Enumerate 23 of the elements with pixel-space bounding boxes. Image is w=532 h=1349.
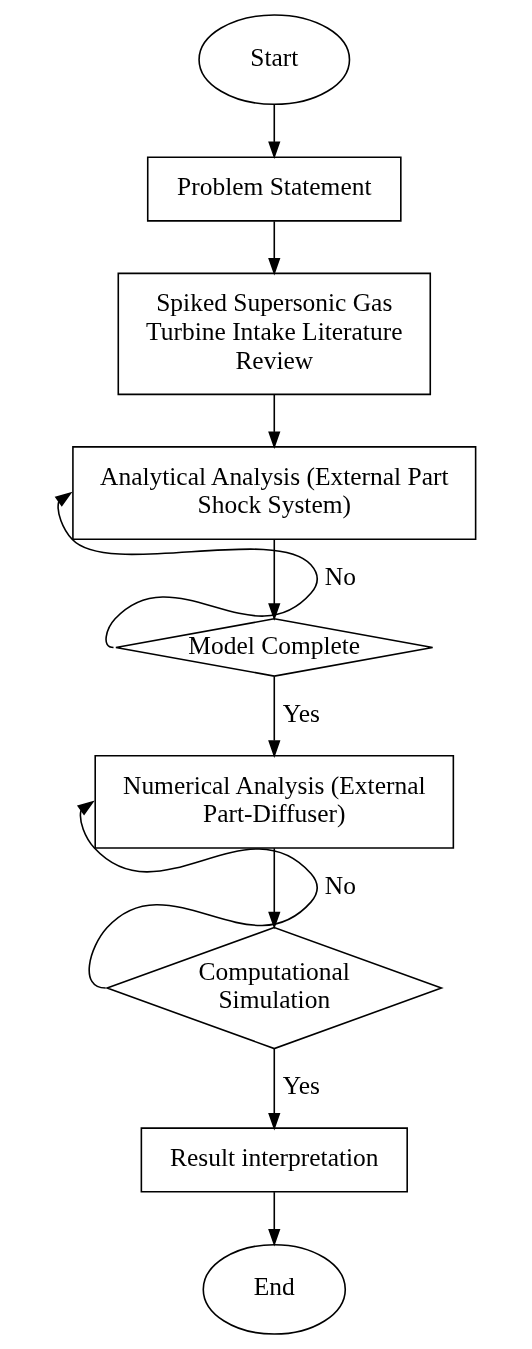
arrow [267,103,280,160]
node-box: Analytical Analysis (External Part Shock System) [71,446,476,540]
edge-label: No [324,870,356,900]
node-box: Result interpretation [140,1127,408,1193]
node-box: Numerical Analysis (External Part-Diffuser) [93,754,454,849]
node-box: Spiked Supersonic Gas Turbine Intake Literature Review [117,272,431,396]
arrow [267,847,280,930]
node-ellipse: End [202,1243,346,1335]
arrow [267,1047,280,1131]
arrow [267,676,280,758]
arrow [267,220,280,276]
node-ellipse: Start [197,14,350,106]
arrow [54,491,318,649]
edge-label: Yes [282,1071,320,1101]
arrow [76,800,318,989]
node-diamond: Model Complete [114,618,433,677]
edge-label: Yes [282,698,320,728]
node-diamond: Computational Simulation [104,926,444,1050]
node-box: Problem Statement [146,156,402,222]
arrow [267,538,280,621]
arrow [267,1191,280,1247]
edge-label: No [324,562,356,592]
arrow [267,393,280,449]
